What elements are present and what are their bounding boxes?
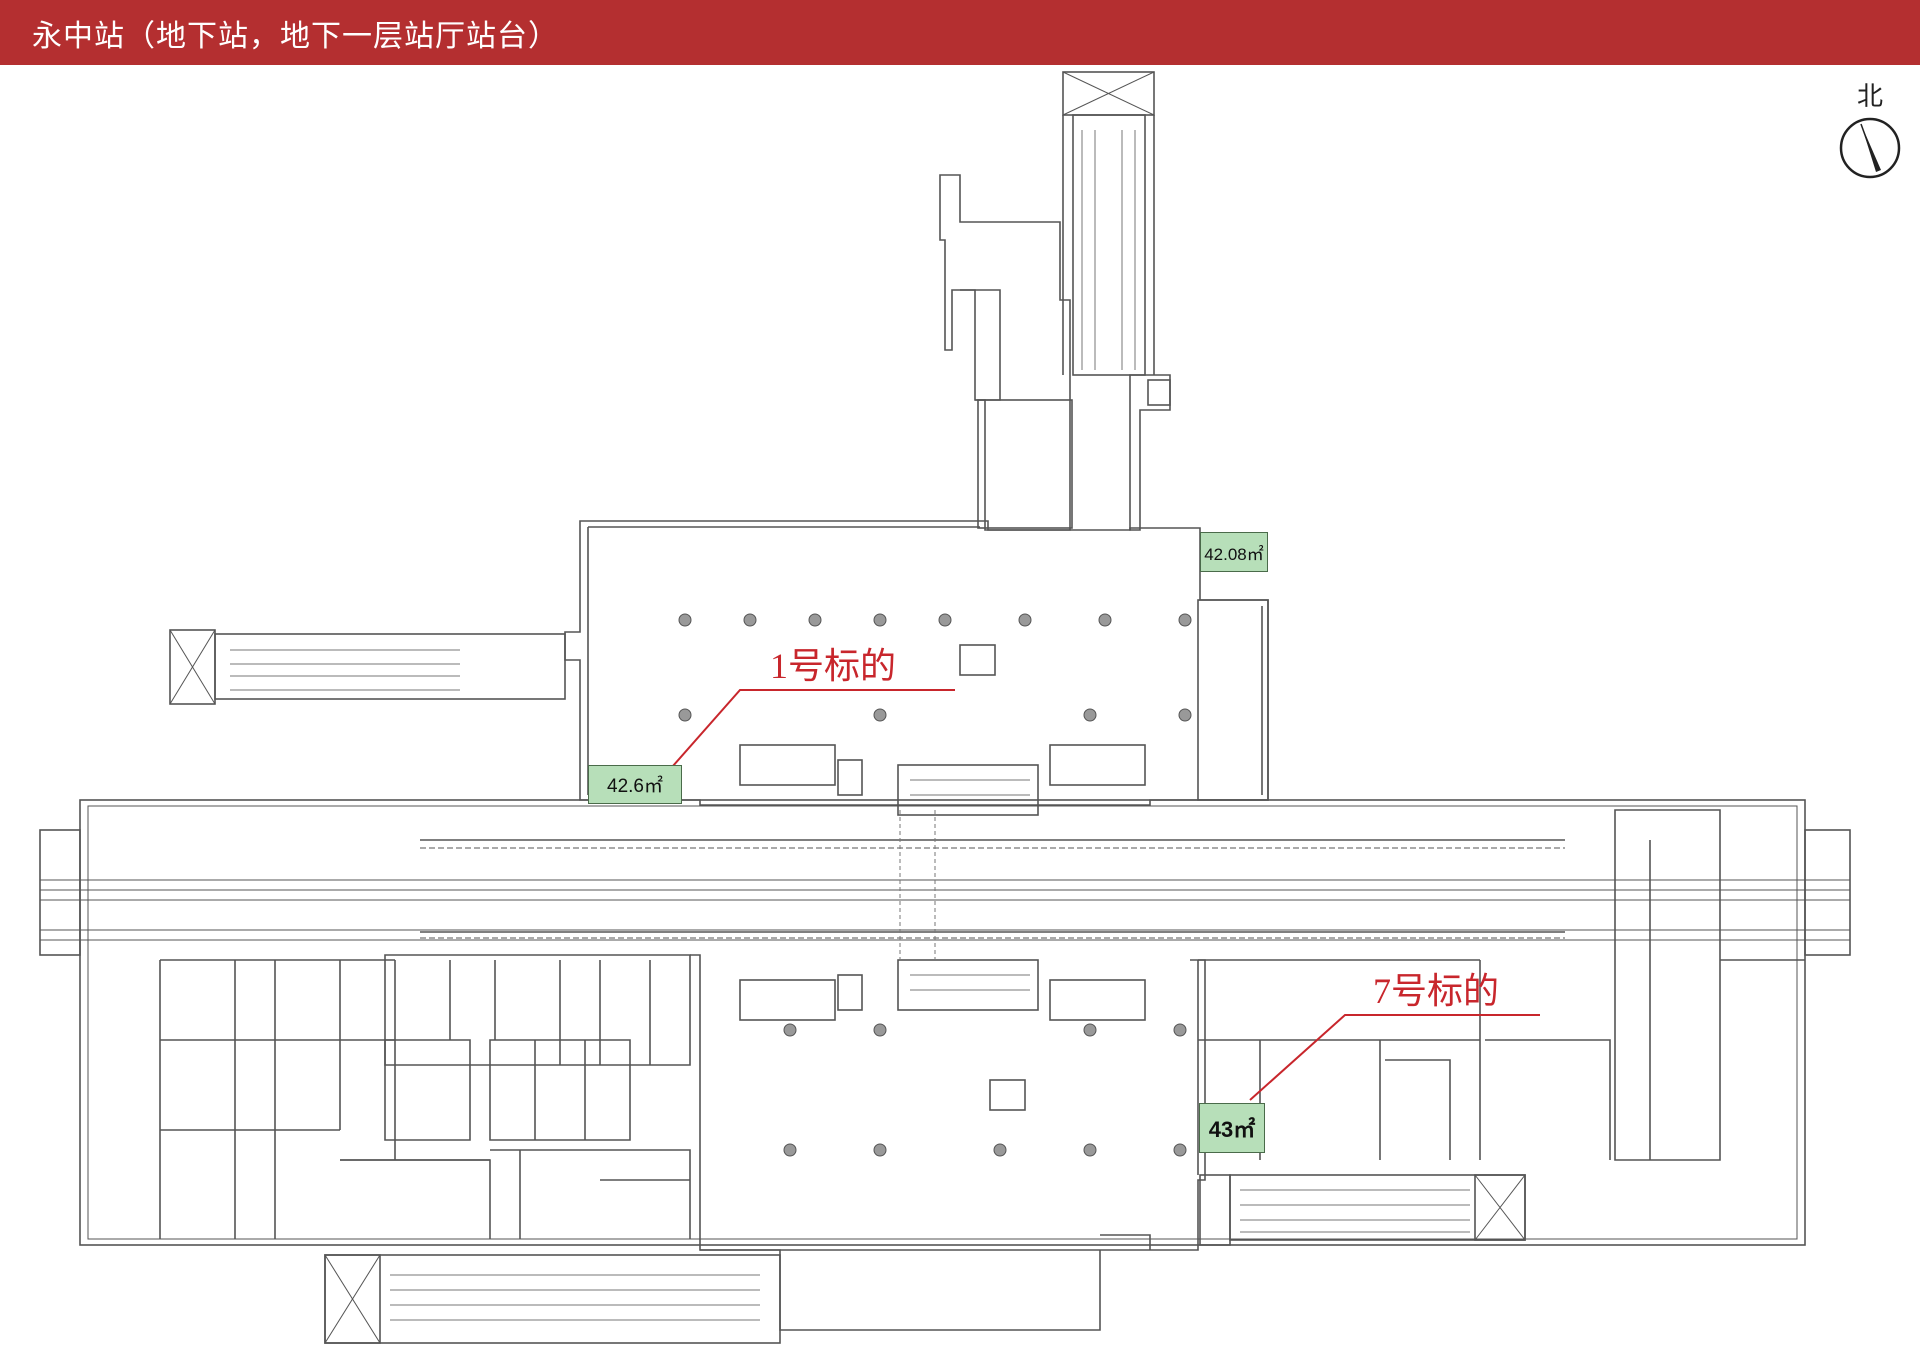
callout-7-leader xyxy=(1249,1014,1540,1101)
callout-1-leader xyxy=(664,689,955,776)
page-title: 永中站（地下站，地下一层站厅站台） xyxy=(32,18,559,54)
area-42-6: 42.6㎡ xyxy=(588,765,682,804)
area-43: 43㎡ xyxy=(1199,1103,1265,1153)
area-42-08: 42.08㎡ xyxy=(1200,532,1268,572)
north-label: 北 xyxy=(1856,82,1883,112)
callout-1-label: 1号标的 xyxy=(770,646,897,686)
floor-plan xyxy=(39,71,1851,1344)
callout-7-label: 7号标的 xyxy=(1373,971,1500,1011)
north-arrow-icon xyxy=(1839,117,1901,179)
north-compass: 北 xyxy=(1838,76,1902,186)
title-bar: 永中站（地下站，地下一层站厅站台） xyxy=(0,0,1920,65)
